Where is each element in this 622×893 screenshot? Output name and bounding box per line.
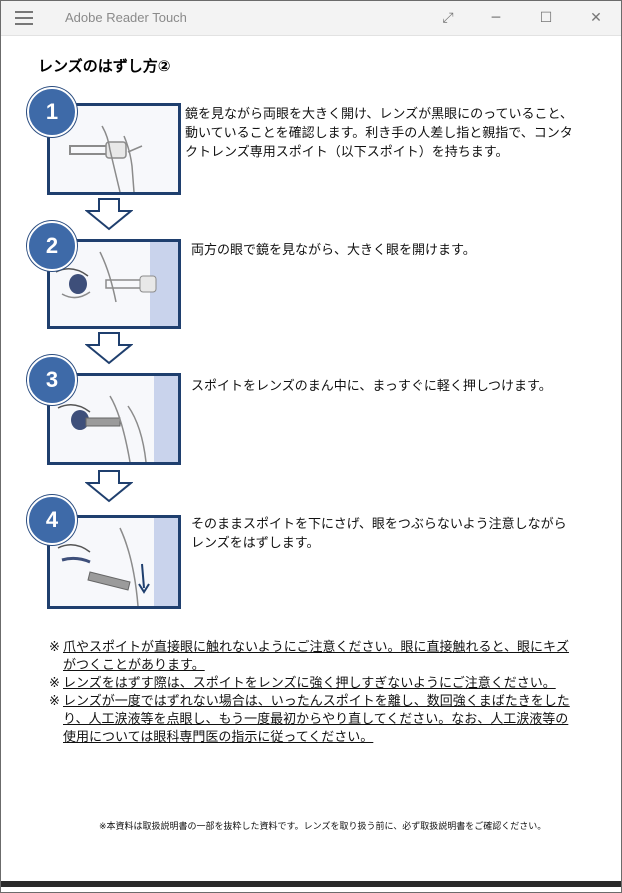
step-4-badge: 4 xyxy=(27,495,77,545)
maximize-button[interactable]: ☐ xyxy=(539,10,553,26)
caution-notes: ※ 爪やスポイトが直接眼に触れないようにご注意ください。眼に直接触れると、眼にキ… xyxy=(49,639,579,747)
bottom-bar xyxy=(1,881,621,887)
title-bar: Adobe Reader Touch ⤢ ─ ☐ ✕ xyxy=(1,1,621,36)
page-title: レンズのはずし方② xyxy=(38,57,171,75)
down-arrow-icon xyxy=(85,470,133,503)
step-4-text: そのままスポイトを下にさげ、眼をつぶらないよう注意しながらレンズをはずします。 xyxy=(191,517,567,551)
document-page: レンズのはずし方② 1 鏡を見ながら両眼を大きく開け、レンズが黒眼にのっているこ… xyxy=(5,37,615,883)
step-2-badge: 2 xyxy=(27,221,77,271)
step-3-text: スポイトをレンズのまん中に、まっすぐに軽く押しつけます。 xyxy=(191,379,552,394)
minimize-button[interactable]: ─ xyxy=(491,10,501,26)
step-2-illustration xyxy=(47,239,181,329)
footnote: ※本資料は取扱説明書の一部を抜粋した資料です。レンズを取り扱う前に、必ず取扱説明… xyxy=(99,822,547,832)
caution-note: ※ レンズが一度ではずれない場合は、いったんスポイトを離し、数回強くまばたきをし… xyxy=(49,694,570,745)
down-arrow-icon xyxy=(85,198,133,231)
caution-note: ※ 爪やスポイトが直接眼に触れないようにご注意ください。眼に直接触れると、眼にキ… xyxy=(49,640,569,673)
caution-note: ※ レンズをはずす際は、スポイトをレンズに強く押しすぎないようにご注意ください。 xyxy=(49,676,556,691)
menu-icon[interactable] xyxy=(15,11,33,25)
close-button[interactable]: ✕ xyxy=(590,10,602,26)
step-1-badge: 1 xyxy=(27,87,77,137)
app-title: Adobe Reader Touch xyxy=(65,10,187,25)
step-1-text: 鏡を見ながら両眼を大きく開け、レンズが黒眼にのっていること、動いていることを確認… xyxy=(185,107,573,160)
step-2-text: 両方の眼で鏡を見ながら、大きく眼を開けます。 xyxy=(191,243,476,258)
resize-icon[interactable]: ⤢ xyxy=(442,10,454,26)
step-3-badge: 3 xyxy=(27,355,77,405)
down-arrow-icon xyxy=(85,332,133,365)
